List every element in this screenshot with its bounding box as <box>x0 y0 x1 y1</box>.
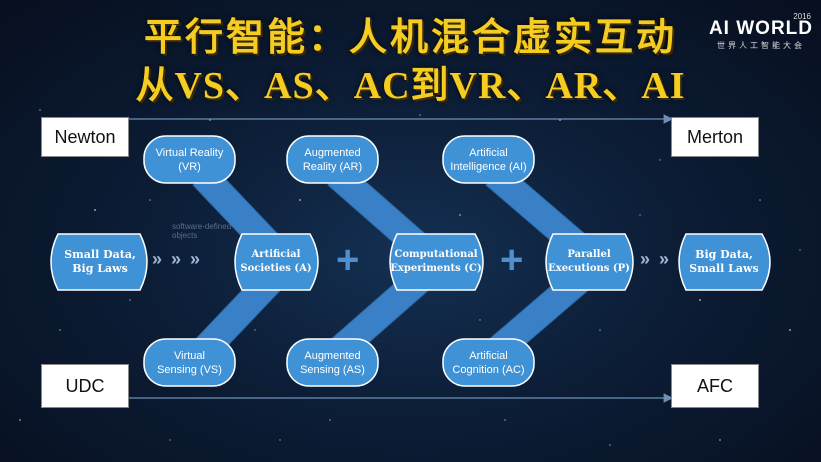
faint-annotation-line2: objects <box>172 231 198 240</box>
label-ai: Artificial Intelligence (AI) <box>443 146 534 174</box>
node-vr <box>143 135 236 184</box>
plus-icon-2: + <box>500 238 524 282</box>
ai-world-logo: 2016 AI WORLD 世界人工智能大会 <box>708 12 813 51</box>
label-executions-line2: Executions (P) <box>548 263 630 274</box>
label-vs: Virtual Sensing (VS) <box>144 349 235 377</box>
label-ar: Augmented Reality (AR) <box>287 146 378 174</box>
box-newton: Newton <box>41 117 129 157</box>
label-as-line1: Augmented <box>304 350 361 362</box>
label-executions: Parallel Executions (P) <box>545 248 633 276</box>
label-big-data-line1: Big Data, <box>695 248 753 261</box>
label-ai-line1: Artificial <box>469 147 508 159</box>
box-afc: AFC <box>671 364 759 408</box>
label-vr: Virtual Reality (VR) <box>144 146 235 174</box>
label-vs-line1: Virtual <box>174 350 205 362</box>
node-as <box>286 338 379 387</box>
label-as-line2: Sensing (AS) <box>300 364 365 376</box>
logo-year: 2016 <box>793 12 811 21</box>
label-small-data: Small Data, Big Laws <box>52 248 148 276</box>
label-big-data: Big Data, Small Laws <box>680 248 768 276</box>
node-societies <box>234 233 319 291</box>
box-merton: Merton <box>671 117 759 157</box>
title-line-1: 平行智能：人机混合虚实互动 <box>143 15 677 59</box>
faint-annotation: software-defined objects <box>172 222 231 240</box>
label-small-data-line2: Big Laws <box>72 262 128 275</box>
label-big-data-line2: Small Laws <box>689 262 759 275</box>
node-vs <box>143 338 236 387</box>
label-societies-line1: Artificial <box>251 249 301 260</box>
plus-icon-1: + <box>336 238 360 282</box>
faint-annotation-line1: software-defined <box>172 222 232 231</box>
node-ac <box>442 338 535 387</box>
node-small-data <box>50 233 148 291</box>
label-vr-line2: (VR) <box>178 161 201 173</box>
label-small-data-line1: Small Data, <box>64 248 136 261</box>
label-ar-line2: Reality (AR) <box>302 161 363 173</box>
label-vs-line2: Sensing (VS) <box>157 364 222 376</box>
label-ac: Artificial Cognition (AC) <box>443 349 534 377</box>
label-as: Augmented Sensing (AS) <box>287 349 378 377</box>
label-ai-line2: Intelligence (AI) <box>450 161 527 173</box>
label-ar-line1: Augmented <box>304 147 361 159</box>
label-vr-line1: Virtual Reality <box>155 147 224 159</box>
node-experiments <box>389 233 484 291</box>
label-executions-line1: Parallel <box>567 249 611 260</box>
node-ai <box>442 135 535 184</box>
logo-main-text: AI WORLD <box>708 18 813 39</box>
box-udc: UDC <box>41 364 129 408</box>
node-big-data <box>678 233 771 291</box>
label-experiments-line1: Computational <box>394 249 478 260</box>
label-experiments-line2: Experiments (C) <box>390 263 482 274</box>
node-executions <box>545 233 634 291</box>
title-line-2: 从VS、AS、AC到VR、AR、AI <box>135 65 686 107</box>
logo-sub-text: 世界人工智能大会 <box>716 41 805 50</box>
label-experiments: Computational Experiments (C) <box>389 248 483 276</box>
node-ar <box>286 135 379 184</box>
label-ac-line1: Artificial <box>469 350 508 362</box>
label-societies: Artificial Societies (A) <box>234 248 318 276</box>
chevron-arrows-left: » » » <box>152 249 203 269</box>
label-societies-line2: Societies (A) <box>240 263 312 274</box>
chevron-arrows-right: » » <box>640 249 672 269</box>
label-ac-line2: Cognition (AC) <box>452 364 525 376</box>
